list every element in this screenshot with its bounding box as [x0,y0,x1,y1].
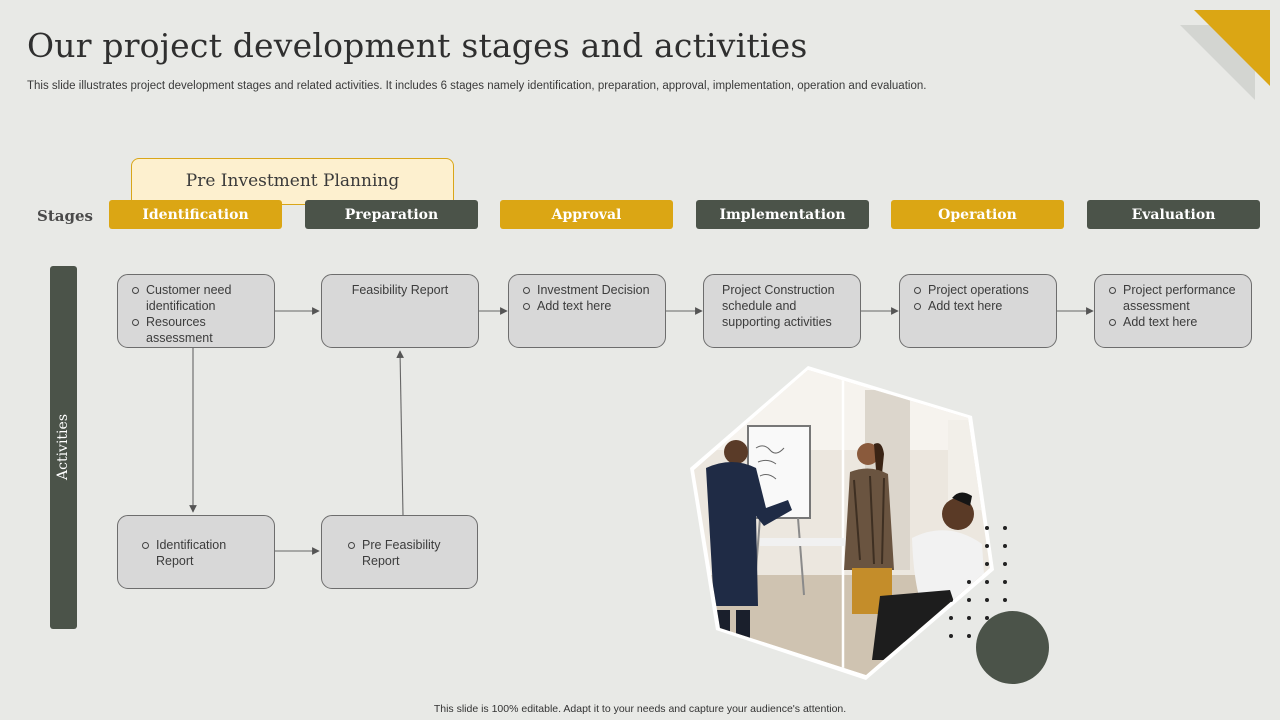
list-item: Customer need identification [128,282,264,314]
dot-grid-decoration [945,520,1015,650]
circle-decoration [976,611,1049,684]
list-item: Investment Decision [519,282,655,298]
team-meeting-photo [680,360,1000,685]
list-item: Pre Feasibility Report [344,537,467,569]
list-item: Add text here [1105,314,1241,330]
activity-text: Project Construction schedule and suppor… [722,283,835,329]
stage-operation: Operation [891,200,1064,229]
list-item: Resources assessment [128,314,264,346]
activity-identification-box: Customer need identification Resources a… [117,274,275,348]
stage-evaluation: Evaluation [1087,200,1260,229]
activity-pre-feasibility-box: Pre Feasibility Report [321,515,478,589]
list-item: Add text here [910,298,1046,314]
activities-bar [50,266,77,629]
list-item: Project performance assessment [1105,282,1241,314]
list-item: Identification Report [138,537,264,569]
activity-feasibility-report-box: Feasibility Report [321,274,479,348]
stage-preparation: Preparation [305,200,478,229]
stage-approval: Approval [500,200,673,229]
list-item: Add text here [519,298,655,314]
activity-identification-report-box: Identification Report [117,515,275,589]
corner-decoration [1180,10,1270,100]
activity-implementation-box: Project Construction schedule and suppor… [703,274,861,348]
activity-text: Feasibility Report [351,283,449,297]
list-item: Project operations [910,282,1046,298]
activity-operation-box: Project operations Add text here [899,274,1057,348]
arrow-up-to-feasibility-report [396,350,404,516]
footer-note: This slide is 100% editable. Adapt it to… [433,703,847,715]
page-subtitle: This slide illustrates project developme… [27,80,927,92]
stage-implementation: Implementation [696,200,869,229]
stage-identification: Identification [109,200,282,229]
pre-investment-planning-tab: Pre Investment Planning [131,158,454,205]
stages-label: Stages [37,207,93,225]
activity-evaluation-box: Project performance assessment Add text … [1094,274,1252,348]
page-title: Our project development stages and activ… [27,26,808,65]
activity-approval-box: Investment Decision Add text here [508,274,666,348]
